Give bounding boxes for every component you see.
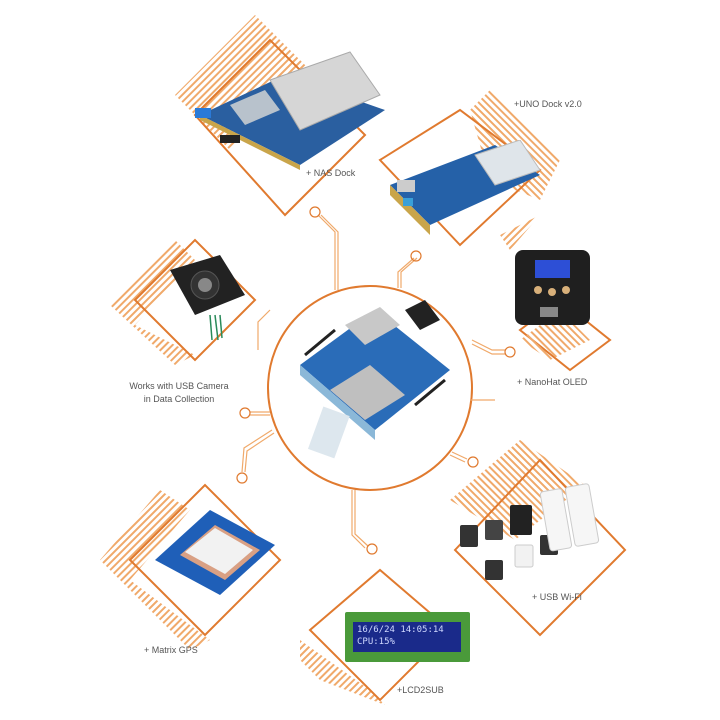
gps-module-icon bbox=[155, 510, 275, 595]
label-nanohat-oled: + NanoHat OLED bbox=[517, 377, 588, 387]
label-nas-dock: + NAS Dock bbox=[306, 168, 356, 178]
oled-enclosure-icon bbox=[515, 250, 590, 325]
usb-wifi-frame bbox=[450, 440, 627, 637]
nas-dock-icon bbox=[195, 51, 385, 170]
lcd-line-2: CPU:15% bbox=[357, 637, 395, 647]
sbc-board-icon bbox=[300, 300, 450, 459]
usb-wifi-dongles-icon bbox=[460, 483, 600, 580]
label-uno-dock: +UNO Dock v2.0 bbox=[514, 99, 582, 109]
label-usb-camera: Works with USB Camera in Data Collection bbox=[129, 381, 229, 404]
label-lcd2usb: +LCD2SUB bbox=[397, 685, 444, 695]
label-usb-wifi: + USB Wi-Fi bbox=[532, 592, 582, 602]
usb-camera-icon bbox=[170, 255, 245, 341]
label-matrix-gps: + Matrix GPS bbox=[144, 645, 198, 655]
connector-traces bbox=[236, 206, 516, 555]
lcd-screen: 16/6/24 14:05:14 CPU:15% bbox=[353, 622, 461, 652]
lcd-module-icon: 16/6/24 14:05:14 CPU:15% bbox=[345, 612, 470, 662]
lcd-line-1: 16/6/24 14:05:14 bbox=[357, 625, 444, 635]
uno-dock-icon bbox=[390, 140, 541, 235]
gps-frame bbox=[100, 483, 282, 650]
